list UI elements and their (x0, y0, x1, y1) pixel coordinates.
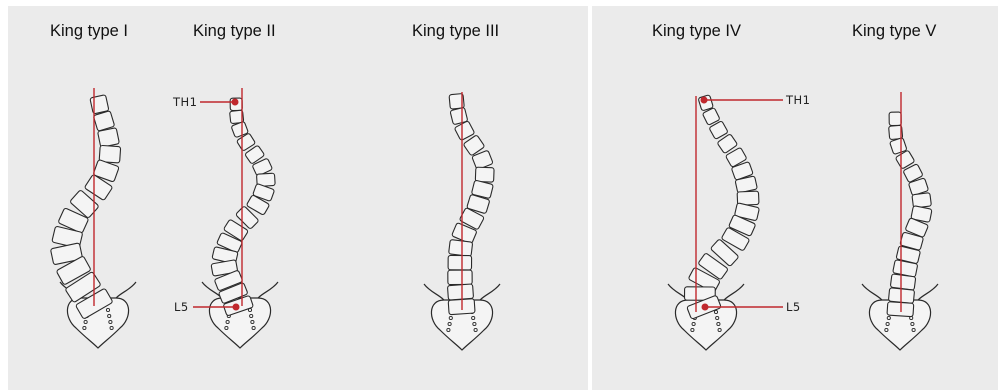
label-th1-type2: TH1 (172, 95, 198, 109)
vertebrae-spine-king-type-5 (887, 112, 932, 317)
label-th1-type4: TH1 (785, 93, 811, 107)
vertebrae-spine-king-type-3 (447, 94, 494, 315)
spine-king-type-5 (862, 92, 938, 350)
spine-king-type-2 (202, 88, 278, 348)
vertebrae-spine-king-type-1 (50, 95, 120, 320)
label-l5-type2: L5 (174, 300, 189, 314)
l5-marker-type4 (702, 304, 709, 311)
l5-marker-type2 (233, 304, 240, 311)
spine-king-type-3 (424, 92, 500, 350)
label-l5-type4: L5 (786, 300, 801, 314)
th1-marker-type4 (701, 97, 708, 104)
th1-marker-type2 (232, 99, 239, 106)
spine-king-type-4 (668, 95, 759, 350)
vertebrae-spine-king-type-2 (211, 98, 275, 316)
spine-king-type-1 (50, 88, 136, 348)
